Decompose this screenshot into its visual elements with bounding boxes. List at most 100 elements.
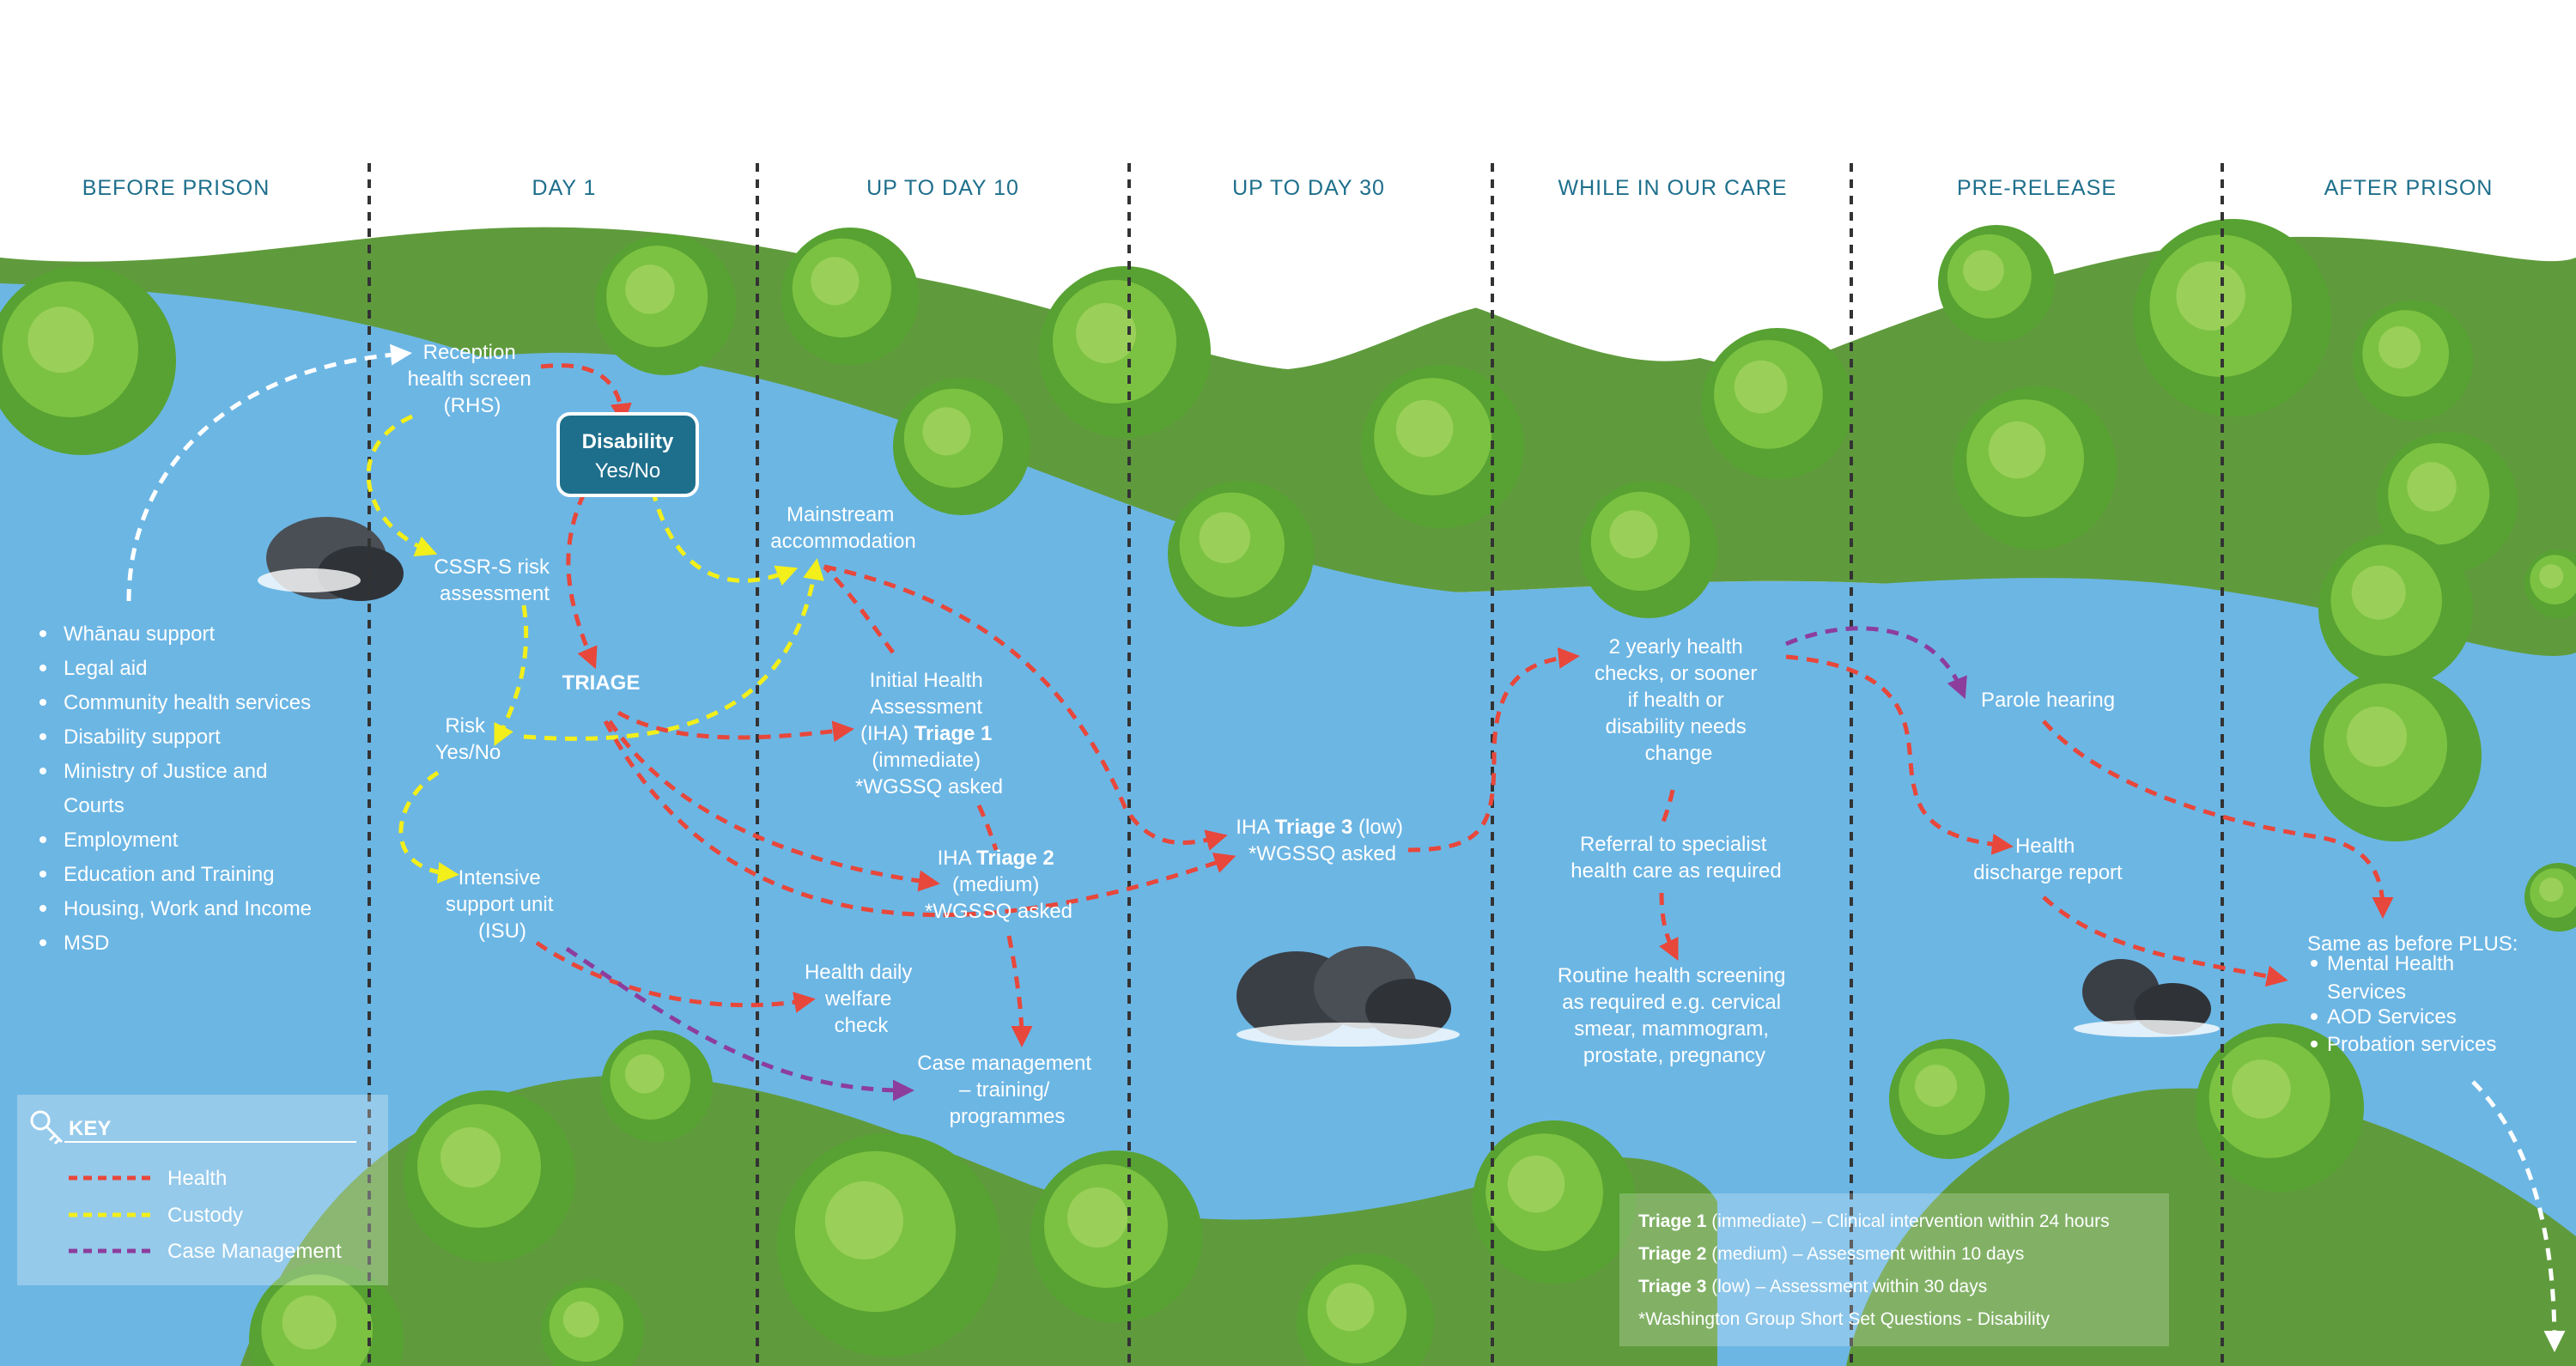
key-item-custody: Custody — [167, 1204, 243, 1227]
list-item: MSD — [64, 932, 109, 955]
key-title: KEY — [69, 1117, 111, 1140]
sky-cut — [0, 0, 2576, 361]
list-item: Whānau support — [64, 622, 215, 646]
phase-dividers — [368, 163, 2224, 1366]
tree-highlight — [624, 1053, 665, 1094]
list-item: Services — [2327, 980, 2406, 1004]
tree-highlight — [2347, 707, 2407, 767]
tree-highlight — [2539, 877, 2564, 902]
custody-risk-to-isu — [398, 770, 459, 884]
node-iha3: IHA Triage 3 (low) *WGSSQ asked — [1236, 816, 1408, 865]
tree-highlight — [922, 407, 971, 456]
key-icon — [30, 1110, 64, 1145]
list-item: Employment — [64, 829, 179, 852]
tree-highlight — [2176, 261, 2245, 331]
rock-group-3 — [2074, 959, 2220, 1037]
tree-highlight — [1609, 510, 1658, 559]
svg-text:Disability: Disability — [582, 430, 674, 453]
tree-highlight — [440, 1127, 501, 1187]
rocks — [258, 517, 2220, 1047]
node-casemgmt: Case management – training/ programmes — [917, 1052, 1097, 1128]
tree-highlight — [1963, 250, 2004, 291]
health-triage-to-iha2 — [607, 719, 940, 892]
list-item: Disability support — [64, 725, 221, 749]
list-item: Ministry of Justice and — [64, 760, 267, 783]
phase-headings: BEFORE PRISON DAY 1 UP TO DAY 10 UP TO D… — [82, 176, 2494, 200]
node-disability: Disability Yes/No — [556, 412, 699, 497]
tree-highlight — [1988, 421, 2046, 479]
tree-highlight — [1326, 1283, 1375, 1332]
tree-highlight — [562, 1301, 599, 1338]
tree-highlight — [1734, 360, 1788, 414]
tree-highlight — [27, 307, 94, 373]
custody-reception-to-cssr — [366, 414, 438, 557]
health-isu-to-welfare — [535, 940, 816, 1013]
flow-connectors — [126, 343, 2566, 1352]
phase-heading: AFTER PRISON — [2324, 176, 2494, 200]
before-prison-list: Whānau support Legal aid Community healt… — [39, 622, 312, 955]
health-iha3-to-yearly — [1407, 647, 1580, 853]
health-disability-to-triage — [566, 492, 598, 670]
health-referral-to-routine — [1659, 892, 1679, 961]
phase-heading: UP TO DAY 30 — [1232, 176, 1385, 200]
node-parole: Parole hearing — [1981, 689, 2115, 712]
tree-highlight — [1199, 512, 1251, 564]
connector-after-prison-exit — [2471, 1080, 2566, 1352]
triage-note: Triage 1 (immediate) – Clinical interven… — [1638, 1211, 2110, 1231]
triage-note: *Washington Group Short Set Questions - … — [1638, 1309, 2050, 1329]
list-item: Courts — [64, 794, 125, 817]
node-routine: Routine health screening as required e.g… — [1558, 964, 1791, 1067]
tree-highlight — [824, 1181, 903, 1260]
phase-heading: PRE-RELEASE — [1957, 176, 2117, 200]
custody-cssr-to-risk — [494, 604, 529, 746]
list-item: Legal aid — [64, 657, 147, 680]
tree-highlight — [1395, 399, 1454, 458]
health-iha1-to-iha2 — [976, 804, 999, 851]
tree-highlight — [2379, 326, 2421, 369]
list-item: AOD Services — [2327, 1005, 2457, 1029]
node-discharge: Health discharge report — [1973, 835, 2123, 884]
phase-heading: BEFORE PRISON — [82, 176, 270, 200]
tree-highlight — [1067, 1187, 1127, 1248]
node-welfare: Health daily welfare check — [805, 961, 918, 1037]
tree-highlight — [2407, 462, 2457, 512]
node-referral: Referral to specialist health care as re… — [1571, 833, 1781, 883]
health-discharge-to-after — [2042, 895, 2288, 987]
tree-highlight — [1076, 303, 1136, 363]
tree-highlight — [2232, 1059, 2291, 1119]
node-mainstream: Mainstream accommodation — [770, 503, 915, 553]
node-isu: Intensive support unit (ISU) — [446, 866, 559, 943]
health-yearly-to-discharge — [1785, 654, 2014, 855]
health-triage-to-iha1 — [617, 710, 854, 743]
casemgmt-yearly-to-parole — [1785, 626, 1967, 700]
rock-group-1 — [258, 517, 404, 601]
node-triage: TRIAGE — [562, 671, 641, 695]
tree-highlight — [2351, 565, 2406, 620]
custody-risk-to-mainstream — [523, 558, 824, 741]
triage-note: Triage 3 (low) – Assessment within 30 da… — [1638, 1277, 1987, 1296]
connector-before-to-reception — [126, 343, 412, 602]
custody-disability-to-mainstream — [650, 489, 799, 586]
phase-heading: WHILE IN OUR CARE — [1558, 176, 1787, 200]
node-cssr: CSSR-S risk assessment — [434, 556, 555, 605]
health-yearly-to-referral — [1659, 789, 1675, 827]
node-yearly: 2 yearly health checks, or sooner if hea… — [1595, 635, 1763, 765]
tree-highlight — [811, 257, 860, 306]
casemgmt-isu-to-casemgmt — [565, 946, 914, 1102]
rock-group-2 — [1236, 946, 1460, 1047]
tree-highlight — [2539, 564, 2564, 589]
node-iha1: Initial Health Assessment (IHA) Triage 1… — [855, 669, 1003, 798]
phase-heading: DAY 1 — [532, 176, 597, 200]
list-item: Mental Health — [2327, 952, 2454, 975]
list-item: Probation services — [2327, 1033, 2496, 1056]
list-item: Education and Training — [64, 863, 275, 886]
tree-highlight — [625, 264, 675, 314]
tree-highlight — [282, 1295, 337, 1350]
trees — [0, 219, 2576, 1366]
key-item-case-management: Case Management — [167, 1240, 342, 1263]
triage-note: Triage 2 (medium) – Assessment within 10… — [1638, 1244, 2024, 1264]
key-panel: KEY Health Custody Case Management — [17, 1095, 388, 1285]
health-parole-to-after — [2042, 719, 2394, 919]
after-prison-list: Same as before PLUS: Mental Health Servi… — [2307, 932, 2518, 1056]
health-mainstream-to-iha3 — [823, 564, 1228, 851]
